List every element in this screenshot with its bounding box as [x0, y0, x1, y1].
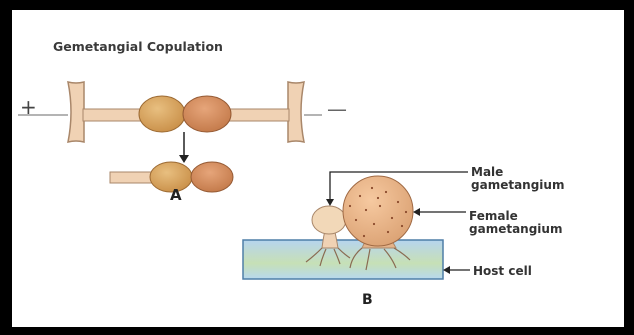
female-label-line2: gametangium — [469, 223, 562, 236]
panel-label-a: A — [170, 186, 182, 204]
female-gametangium-label: Female gametangium — [469, 210, 562, 236]
host-cell-label: Host cell — [473, 264, 532, 278]
female-pointer-head — [413, 208, 420, 216]
plus-gametangium — [139, 96, 185, 132]
minus-mating-type: — — [327, 97, 347, 121]
male-pointer-head — [326, 199, 334, 206]
left-hypha — [83, 109, 143, 121]
female-gametangium-body — [343, 176, 413, 246]
zygote-right — [191, 162, 233, 192]
host-pointer-head — [443, 266, 450, 274]
host-cell — [243, 240, 443, 279]
left-host-hypha — [68, 82, 84, 142]
minus-gametangium — [183, 96, 231, 132]
plus-mating-type: + — [20, 95, 37, 119]
panel-label-b: B — [362, 292, 373, 308]
male-gametangium-label: Male gametangium — [471, 166, 564, 192]
right-host-hypha — [288, 82, 304, 142]
right-hypha — [228, 109, 289, 121]
male-label-line2: gametangium — [471, 179, 564, 192]
fusion-arrow-head — [179, 155, 189, 163]
diagram-title: Gemetangial Copulation — [53, 39, 223, 54]
zygote-hypha — [110, 172, 152, 183]
male-gametangium-body — [312, 206, 346, 234]
